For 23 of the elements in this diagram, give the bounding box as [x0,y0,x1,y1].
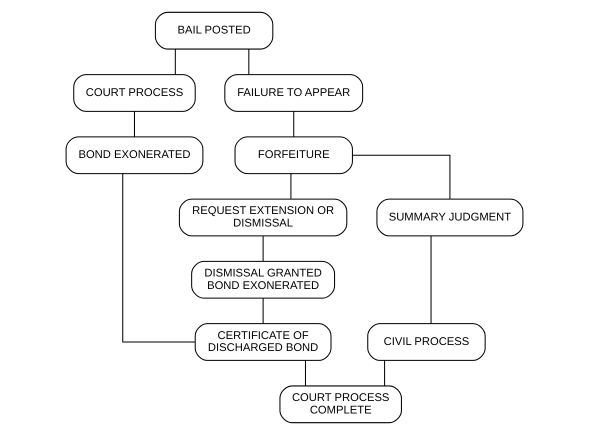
connector [293,112,294,137]
connector [262,236,264,262]
node-box: FORFEITURE [234,136,353,174]
connector [290,174,292,199]
connector [248,49,250,74]
node-box: CERTIFICATE OF DISCHARGED BOND [194,323,332,361]
node-box: COURT PROCESS [73,74,196,112]
node-box: DISMISSAL GRANTED BOND EXONERATED [191,260,336,299]
connector [122,174,195,343]
node-box: BOND EXONERATED [66,136,204,174]
connector [134,112,135,137]
node-box: COURT PROCESS COMPLETE [279,385,402,424]
connector [174,49,176,74]
node-box: SUMMARY JUDGMENT [376,198,524,236]
connector [352,154,450,199]
node-box: CIVIL PROCESS [367,323,486,361]
connector [262,298,264,324]
node-box: REQUEST EXTENSION OR DISMISSAL [178,198,348,236]
node-box: BAIL POSTED [154,12,274,50]
connector [304,360,306,386]
connector [430,236,432,324]
connector [384,360,386,386]
node-box: FAILURE TO APPEAR [224,74,364,112]
